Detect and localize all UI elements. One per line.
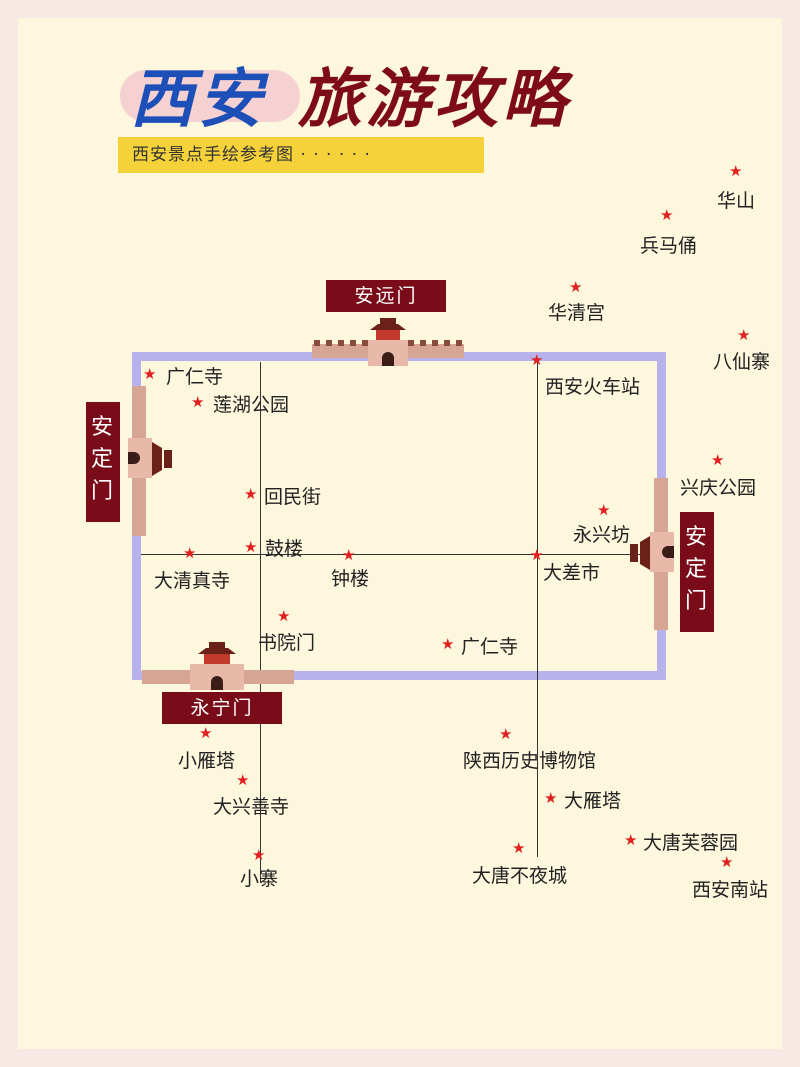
star-icon: ★: [277, 607, 291, 625]
road-main: [141, 554, 657, 556]
star-icon: ★: [342, 546, 356, 564]
star-icon: ★: [544, 789, 558, 807]
star-icon: ★: [729, 162, 743, 180]
poi-huashan: 华山: [717, 190, 756, 212]
poi-qingzhensi: 大清真寺: [154, 570, 231, 592]
star-icon: ★: [530, 351, 544, 369]
poi-huochezhan: 西安火车站: [545, 376, 641, 398]
title-city: 西安: [130, 63, 266, 137]
star-icon: ★: [624, 831, 638, 849]
poi-datangfurong: 大唐芙蓉园: [643, 832, 739, 854]
star-icon: ★: [252, 846, 266, 864]
subtitle-banner: 西安景点手绘参考图 · · · · · ·: [118, 137, 484, 173]
gate-east-label: 安定门: [680, 512, 714, 632]
poi-lishibowuguan: 陕西历史博物馆: [463, 750, 597, 772]
poi-yongxingfang: 永兴坊: [573, 524, 631, 546]
star-icon: ★: [236, 771, 250, 789]
star-icon: ★: [660, 206, 674, 224]
title-highlight: [120, 70, 300, 122]
star-icon: ★: [720, 853, 734, 871]
gate-south-label: 永宁门: [162, 692, 282, 724]
star-icon: ★: [183, 544, 197, 562]
star-icon: ★: [143, 365, 157, 383]
star-icon: ★: [711, 451, 725, 469]
poi-lianhu: 莲湖公园: [213, 394, 290, 416]
star-icon: ★: [244, 538, 258, 556]
poi-huaqinggong: 华清宫: [548, 302, 606, 324]
poi-shuyuanmen: 书院门: [258, 632, 316, 654]
star-icon: ★: [597, 501, 611, 519]
star-icon: ★: [530, 546, 544, 564]
star-icon: ★: [512, 839, 526, 857]
poi-guangrensi-nw: 广仁寺: [166, 366, 224, 388]
poi-dachashi: 大差市: [543, 562, 601, 584]
poi-xingqing: 兴庆公园: [680, 477, 757, 499]
star-icon: ★: [191, 393, 205, 411]
star-icon: ★: [569, 278, 583, 296]
poi-xiaoyanta: 小雁塔: [178, 750, 236, 772]
poi-gulou: 鼓楼: [265, 538, 304, 560]
east-gate-icon: [630, 478, 674, 630]
star-icon: ★: [737, 326, 751, 344]
poi-nanzhan: 西安南站: [692, 879, 769, 901]
poi-daxingshansi: 大兴善寺: [213, 796, 290, 818]
poi-guangrensi-s: 广仁寺: [461, 636, 519, 658]
star-icon: ★: [199, 724, 213, 742]
gate-west-label: 安定门: [86, 402, 120, 522]
star-icon: ★: [244, 485, 258, 503]
poi-zhonglou: 钟楼: [331, 568, 370, 590]
road-east: [537, 362, 539, 857]
poi-bingmayong: 兵马俑: [640, 235, 698, 257]
west-gate-icon: [128, 386, 172, 536]
poi-huiminjie: 回民街: [264, 486, 322, 508]
title-guide: 旅游攻略: [298, 63, 570, 137]
gate-north-label: 安远门: [326, 280, 446, 312]
star-icon: ★: [441, 635, 455, 653]
poi-datangbuyecheng: 大唐不夜城: [472, 865, 568, 887]
road-west: [260, 362, 262, 882]
poi-dayanta: 大雁塔: [564, 790, 622, 812]
poi-baxianzhai: 八仙寨: [713, 351, 771, 373]
poi-xiaozhai: 小寨: [240, 868, 279, 890]
south-gate-icon: [142, 642, 294, 690]
star-icon: ★: [499, 725, 513, 743]
north-gate-icon: [312, 318, 464, 366]
